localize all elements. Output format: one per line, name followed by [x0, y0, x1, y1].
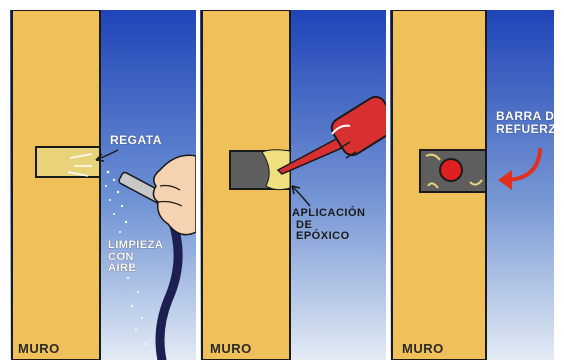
epoxy-fill — [261, 149, 291, 191]
epoxy-pointer-arrow — [291, 185, 311, 207]
groove-dust — [67, 153, 93, 177]
cleaning-label-line: AIRE — [108, 262, 137, 275]
epoxy-label-line: EPÓXICO — [296, 230, 350, 243]
cleaning-label: LIMPIEZA CON AIRE — [108, 239, 164, 275]
panel-rebar-insertion: BARRA D REFUERZ MURO — [390, 10, 554, 360]
rebar-label-line: BARRA D — [496, 109, 554, 123]
wall-label: MURO — [18, 341, 60, 356]
panel-3-illustration — [390, 10, 554, 360]
air-spray — [105, 170, 147, 345]
groove-label: REGATA — [110, 133, 162, 147]
epoxy-gun — [276, 95, 386, 175]
cleaning-label-line: CON — [108, 250, 134, 263]
epoxy-label: APLICACIÓN DE EPÓXICO — [292, 207, 366, 243]
cleaning-label-line: LIMPIEZA — [108, 239, 164, 251]
panel-1-illustration — [10, 10, 196, 360]
wall-label: MURO — [402, 341, 444, 356]
panel-2-illustration — [200, 10, 386, 360]
rebar-label: BARRA D REFUERZ — [496, 110, 554, 135]
panel-groove-cleaning: REGATA LIMPIEZA CON AIRE MURO — [10, 10, 196, 360]
hand — [152, 154, 196, 236]
rebar-cross-section — [439, 158, 463, 182]
epoxy-label-line: DE — [296, 218, 313, 231]
air-hose — [155, 215, 183, 360]
rebar-pointer-arrow — [506, 148, 542, 182]
panel-epoxy-application: APLICACIÓN DE EPÓXICO MURO — [200, 10, 386, 360]
wall — [11, 10, 101, 360]
epoxy-label-line: APLICACIÓN — [292, 207, 366, 219]
rebar-label-line: REFUERZ — [496, 121, 554, 136]
wall-label: MURO — [210, 341, 252, 356]
epoxy-fill — [425, 153, 483, 189]
